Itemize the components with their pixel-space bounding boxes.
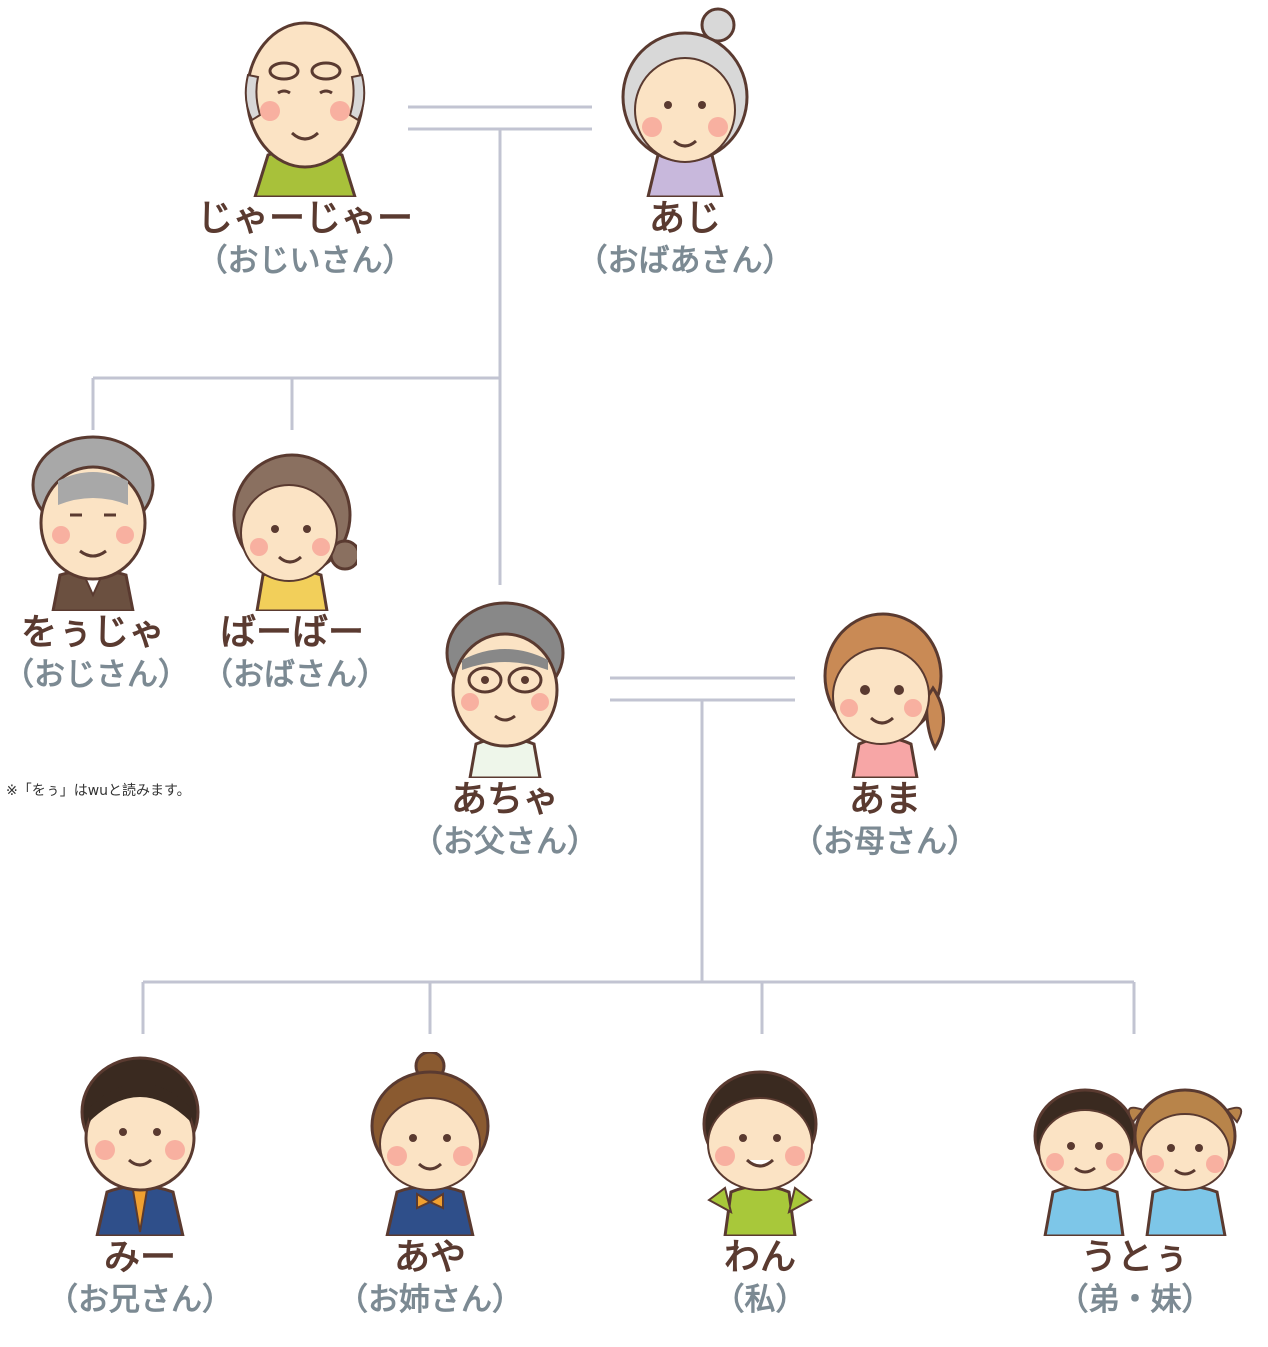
grandfather-icon: [244, 21, 366, 197]
person-younger-siblings: うとぅ （弟・妹）: [1020, 1052, 1250, 1320]
person-aunt: ばーばー （おばさん）: [202, 435, 388, 695]
aunt-icon: [232, 453, 357, 611]
older-brother-reading: （お兄さん）: [47, 1282, 233, 1318]
father-icon: [445, 601, 565, 778]
uncle-icon: [31, 435, 155, 611]
aunt-reading: （おばさん）: [202, 657, 388, 693]
mother-name: あま: [848, 779, 921, 820]
uncle-name: をぅじゃ: [20, 612, 165, 653]
mother-icon: [823, 612, 945, 778]
self-name: わん: [723, 1237, 796, 1278]
person-older-brother: みー （お兄さん）: [40, 1052, 240, 1320]
grandfather-reading: （おじいさん）: [196, 243, 414, 279]
grandmother-name: あじ: [648, 198, 721, 239]
person-grandfather: じゃーじゃー （おじいさん）: [180, 5, 430, 281]
uncle-reading: （おじさん）: [3, 657, 189, 693]
person-grandmother: あじ （おばあさん）: [560, 5, 810, 281]
mother-reading: （お母さん）: [792, 824, 978, 860]
older-brother-name: みー: [103, 1237, 176, 1278]
grandfather-name: じゃーじゃー: [196, 198, 413, 239]
grandmother-reading: （おばあさん）: [576, 243, 794, 279]
reading-note: ※「をぅ」はwuと読みます。: [6, 783, 191, 799]
person-uncle: をぅじゃ （おじさん）: [3, 435, 189, 695]
younger-siblings-icon: [1033, 1088, 1243, 1236]
father-reading: （お父さん）: [412, 824, 598, 860]
older-sister-name: あや: [393, 1237, 466, 1278]
older-sister-reading: （お姉さん）: [337, 1282, 523, 1318]
self-reading: （私）: [713, 1282, 807, 1318]
older-sister-icon: [370, 1052, 490, 1236]
self-boy-icon: [702, 1070, 818, 1236]
person-father: あちゃ （お父さん）: [390, 598, 620, 862]
person-self: わん （私）: [660, 1052, 860, 1320]
person-mother: あま （お母さん）: [780, 598, 990, 862]
father-name: あちゃ: [450, 779, 559, 820]
younger-siblings-name: うとぅ: [1080, 1237, 1189, 1278]
older-brother-icon: [80, 1056, 200, 1236]
younger-siblings-reading: （弟・妹）: [1057, 1282, 1213, 1318]
aunt-name: ばーばー: [219, 612, 364, 653]
grandmother-icon: [621, 7, 749, 197]
person-older-sister: あや （お姉さん）: [320, 1052, 540, 1320]
